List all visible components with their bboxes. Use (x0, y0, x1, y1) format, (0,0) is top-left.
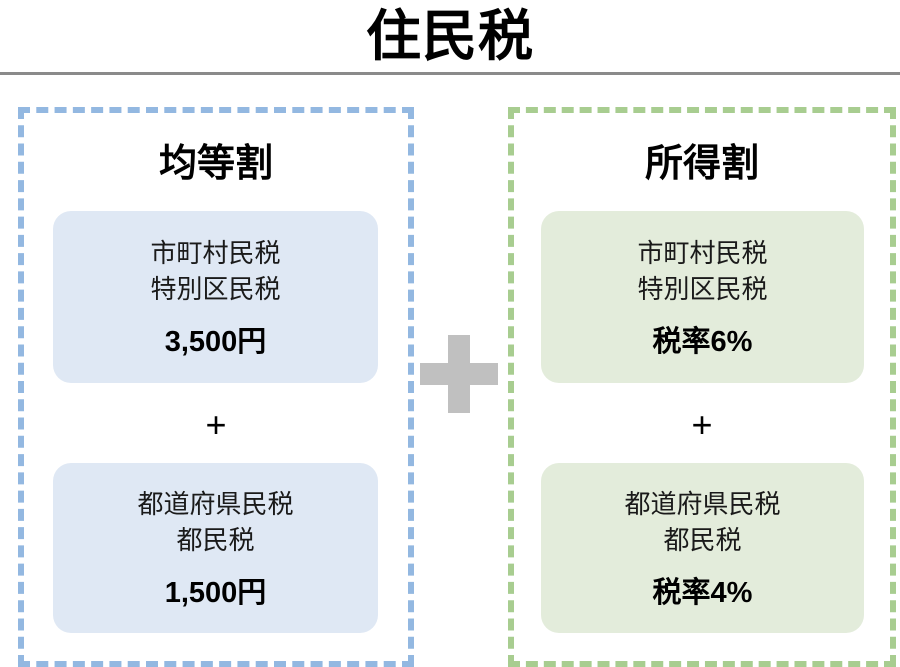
card-value: 税率4% (652, 577, 753, 609)
card-subject-line2: 特別区民税 (637, 274, 768, 304)
card-municipal-per-capita: 市町村民税 特別区民税 3,500円 (53, 211, 378, 383)
card-subject-line2: 都民税 (176, 525, 255, 555)
card-value: 3,500円 (164, 326, 267, 358)
card-value: 1,500円 (164, 577, 267, 609)
panel-heading-per-capita-levy: 均等割 (158, 143, 273, 185)
plus-separator-icon: + (691, 404, 713, 445)
card-subject: 市町村民税 特別区民税 (637, 235, 767, 307)
page-title: 住民税 (365, 5, 534, 67)
card-subject: 都道府県民税 都民税 (624, 486, 780, 558)
title-block: 住民税 (0, 0, 900, 75)
panel-heading-income-levy: 所得割 (644, 143, 759, 185)
card-municipal-income: 市町村民税 特別区民税 税率6% (541, 211, 864, 383)
card-subject: 都道府県民税 都民税 (137, 486, 293, 558)
card-subject: 市町村民税 特別区民税 (150, 235, 280, 307)
plus-separator-icon: + (205, 404, 227, 445)
card-subject-line1: 市町村民税 (150, 238, 281, 268)
plus-vertical-bar (448, 335, 470, 413)
title-divider (0, 72, 900, 75)
card-subject-line2: 都民税 (663, 525, 742, 555)
card-subject-line1: 都道府県民税 (624, 489, 781, 519)
card-subject-line1: 都道府県民税 (137, 489, 294, 519)
card-prefectural-per-capita: 都道府県民税 都民税 1,500円 (53, 463, 378, 633)
plus-sign-icon (420, 335, 498, 413)
card-value: 税率6% (652, 326, 753, 358)
card-subject-line1: 市町村民税 (637, 238, 768, 268)
card-subject-line2: 特別区民税 (150, 274, 281, 304)
card-prefectural-income: 都道府県民税 都民税 税率4% (541, 463, 864, 633)
panel-per-capita-levy: 均等割 市町村民税 特別区民税 3,500円 + 都道府県民税 都民税 1,50… (18, 107, 414, 667)
panel-income-levy: 所得割 市町村民税 特別区民税 税率6% + 都道府県民税 都民税 税率4% (508, 107, 896, 667)
